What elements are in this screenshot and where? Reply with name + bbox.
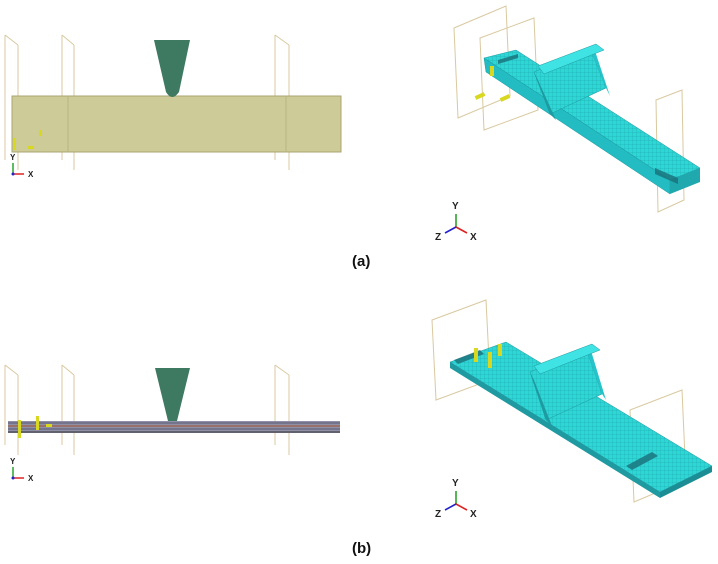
side-view-a: Y X	[4, 34, 342, 179]
beam-partitions-a	[67, 96, 287, 152]
axis-label-y: Y	[452, 201, 459, 212]
load-markers-a	[13, 130, 42, 150]
axis-label-x: X	[28, 170, 34, 179]
axis-triad-iso-b: Y Z X	[435, 478, 477, 520]
laminated-plate-b	[8, 421, 340, 433]
load-markers-iso-a	[474, 66, 511, 102]
load-markers-b	[18, 416, 52, 438]
axis-label-x: X	[470, 509, 477, 520]
panel-caption-b: (b)	[352, 540, 372, 557]
axis-label-y: Y	[10, 457, 16, 466]
axis-triad-side-a: Y X	[10, 153, 34, 179]
indenter-b	[155, 368, 190, 421]
axis-label-z: Z	[435, 232, 441, 243]
axis-label-x: X	[470, 232, 477, 243]
reference-planes-b	[4, 364, 290, 455]
plate-side-b	[450, 362, 660, 498]
isometric-mesh-view-a: Y Z X	[435, 5, 701, 243]
axis-label-y: Y	[452, 478, 459, 489]
axis-label-x: X	[28, 474, 34, 483]
isometric-mesh-view-b: Y Z X	[431, 299, 713, 520]
side-view-b: Y X	[4, 364, 340, 483]
panel-caption-a: (a)	[352, 253, 371, 270]
axis-triad-side-b: Y X	[10, 457, 34, 483]
solid-beam-a	[11, 95, 342, 153]
axis-label-z: Z	[435, 509, 441, 520]
axis-triad-iso-a: Y Z X	[435, 201, 477, 243]
indenter-a	[154, 40, 190, 97]
load-markers-iso-b	[474, 344, 502, 368]
axis-label-y: Y	[10, 153, 16, 162]
